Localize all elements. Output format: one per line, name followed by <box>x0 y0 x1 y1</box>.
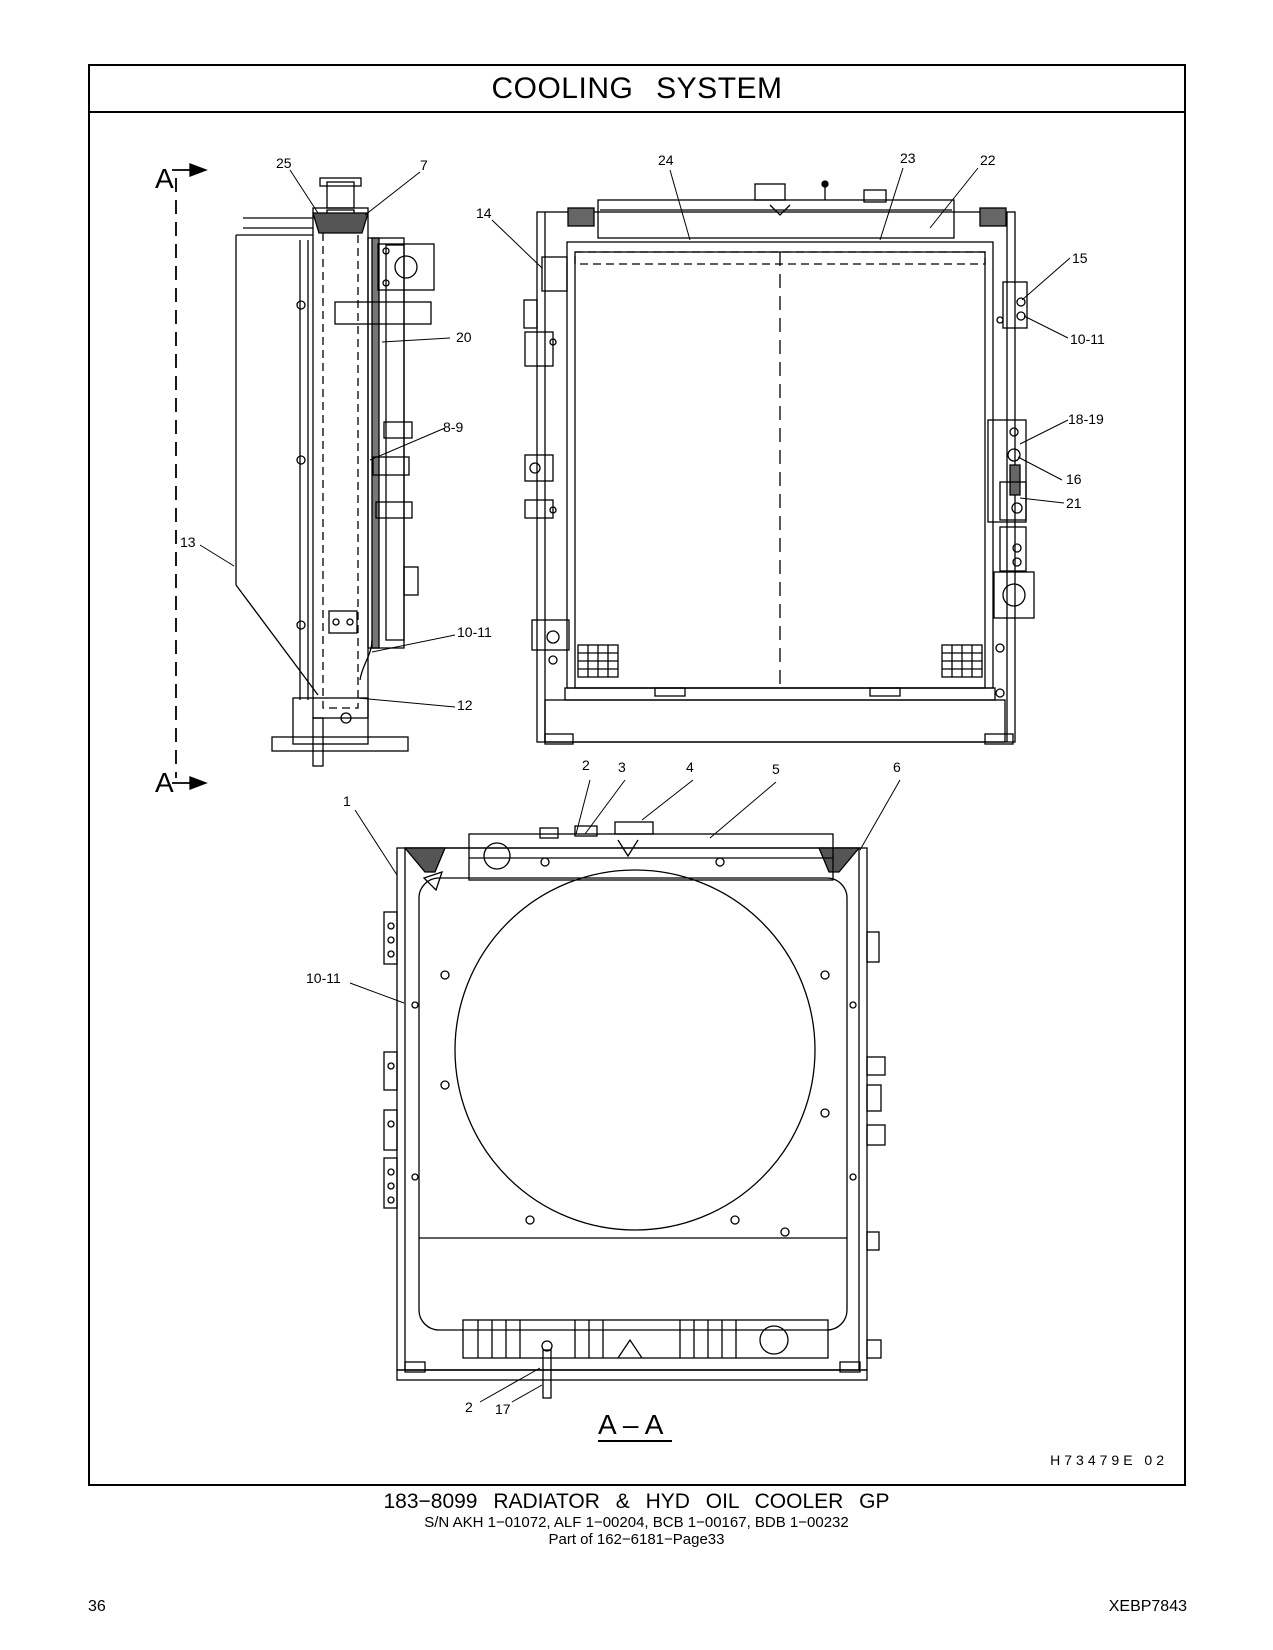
section-marker-bottom: A <box>155 767 174 798</box>
leader-lines <box>199 167 1071 1403</box>
part-label-12: 12 <box>457 697 473 713</box>
part-label-3: 3 <box>618 759 626 775</box>
part-label-10-11-front: 10-11 <box>306 970 341 986</box>
part-label-2-bottom: 2 <box>465 1399 473 1415</box>
fan-bolts <box>411 970 857 1237</box>
part-label-24: 24 <box>658 152 674 168</box>
bottom-tank-fins <box>462 1319 829 1359</box>
page-title: COOLING SYSTEM <box>491 71 783 105</box>
caption: 183−8099 RADIATOR & HYD OIL COOLER GP S/… <box>0 1490 1273 1548</box>
document-id: XEBP7843 <box>1108 1598 1187 1615</box>
section-view-label: A – A <box>598 1409 664 1440</box>
part-label-10-11-side: 10-11 <box>457 624 492 640</box>
rear-view <box>523 180 1035 745</box>
part-label-20: 20 <box>456 329 472 345</box>
caption-title: 183−8099 RADIATOR & HYD OIL COOLER GP <box>383 1490 890 1513</box>
part-label-23: 23 <box>900 150 916 166</box>
part-label-15: 15 <box>1072 250 1088 266</box>
part-label-1: 1 <box>343 793 351 809</box>
part-label-6: 6 <box>893 759 901 775</box>
part-label-16: 16 <box>1066 471 1082 487</box>
drawing-id: H73479E 02 <box>1050 1452 1168 1468</box>
caption-serials: S/N AKH 1−01072, ALF 1−00204, BCB 1−0016… <box>424 1514 849 1531</box>
part-label-8-9: 8-9 <box>443 419 463 435</box>
part-label-25: 25 <box>276 155 292 171</box>
part-label-22: 22 <box>980 152 996 168</box>
part-label-5: 5 <box>772 761 780 777</box>
part-label-2-top: 2 <box>582 757 590 773</box>
part-label-17: 17 <box>495 1401 511 1417</box>
part-label-4: 4 <box>686 759 694 775</box>
front-view <box>383 821 886 1399</box>
part-label-10-11-right: 10-11 <box>1070 331 1105 347</box>
section-marker-top: A <box>155 163 174 194</box>
part-label-14: 14 <box>476 205 492 221</box>
caption-part-of: Part of 162−6181−Page33 <box>548 1531 725 1548</box>
section-line <box>172 163 208 790</box>
part-label-18-19: 18-19 <box>1068 411 1104 427</box>
grille-left <box>577 644 619 678</box>
side-view <box>235 177 435 767</box>
part-label-13: 13 <box>180 534 196 550</box>
part-label-7: 7 <box>420 157 428 173</box>
part-label-21: 21 <box>1066 495 1082 511</box>
page-number: 36 <box>88 1598 106 1615</box>
grille-right <box>941 644 983 678</box>
title-bar: COOLING SYSTEM <box>90 66 1184 113</box>
drawing-frame: COOLING SYSTEM H73479E 02 <box>88 64 1186 1486</box>
